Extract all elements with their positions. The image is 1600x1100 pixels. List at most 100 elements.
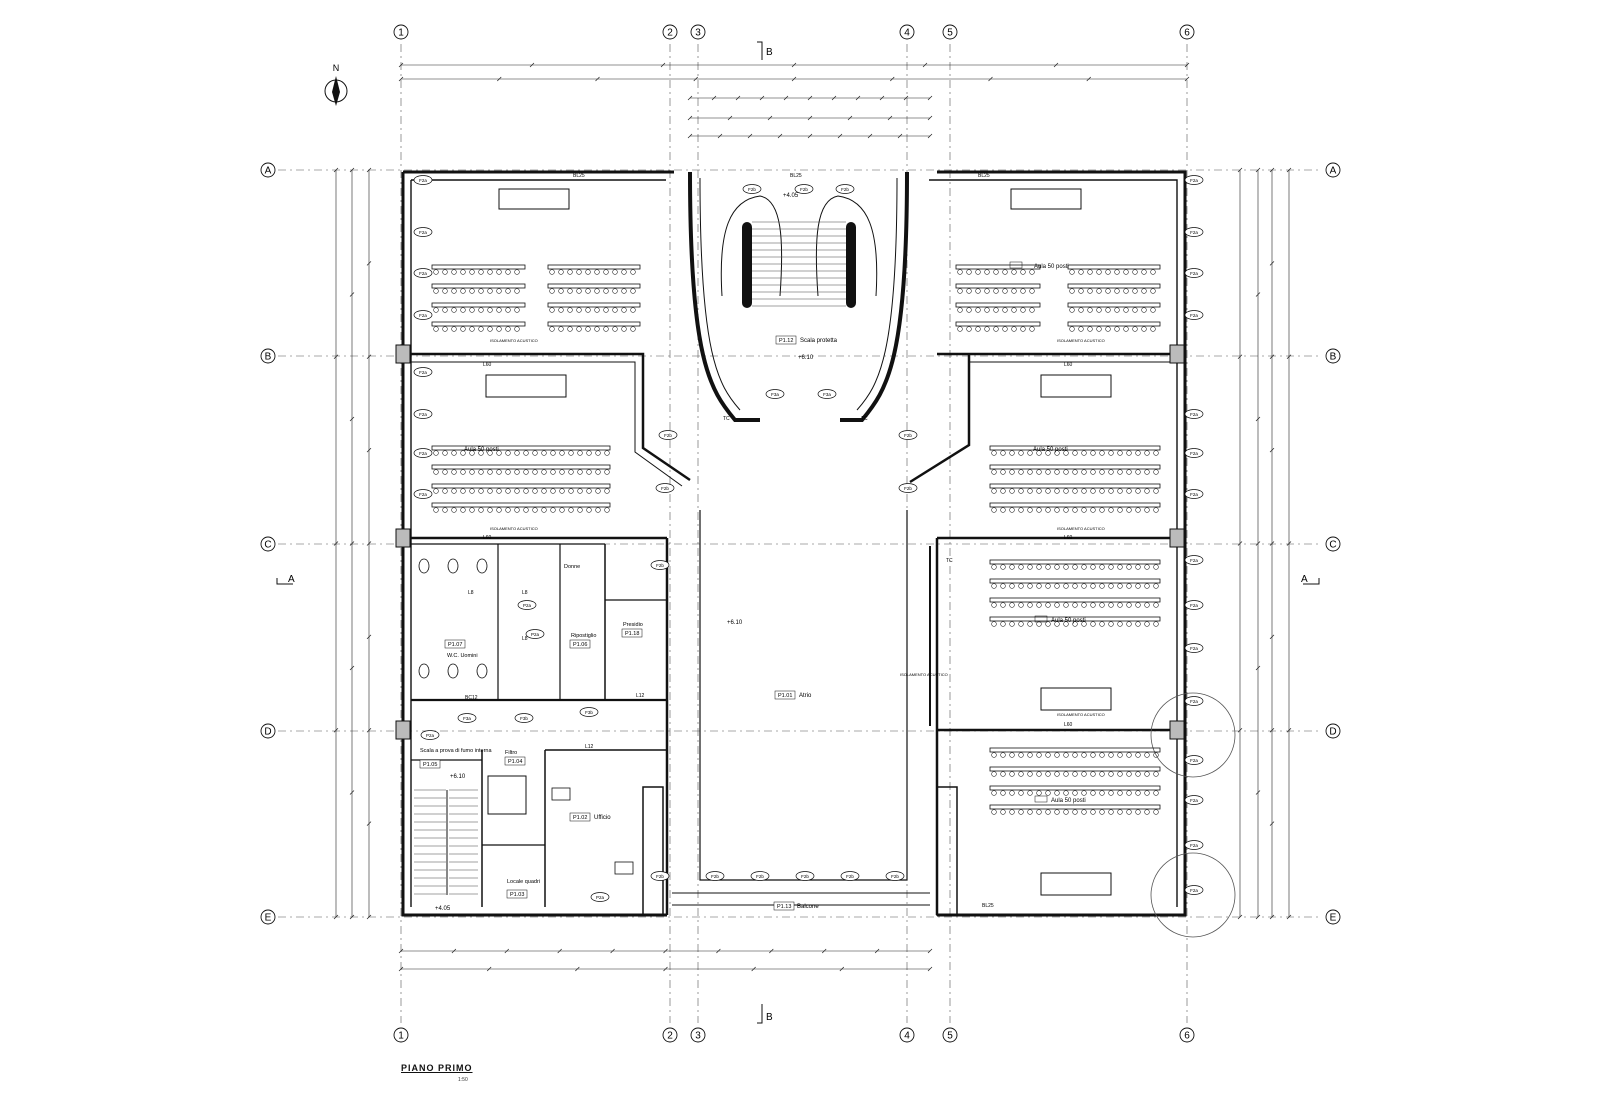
svg-text:Scala protetta: Scala protetta bbox=[800, 338, 838, 344]
stair-shell-left bbox=[688, 171, 760, 422]
chair bbox=[1099, 564, 1105, 570]
axis-label-row-D: D bbox=[1329, 727, 1336, 738]
dimension-tick bbox=[529, 62, 535, 68]
structural-column bbox=[1169, 720, 1185, 740]
chair bbox=[1135, 469, 1141, 475]
axis-bubble-row-B bbox=[260, 348, 276, 364]
dimension-tick bbox=[1237, 728, 1243, 733]
chair bbox=[1132, 307, 1138, 313]
axis-bubble-col-1 bbox=[393, 24, 409, 40]
chair bbox=[612, 326, 618, 332]
chair bbox=[460, 507, 466, 513]
chair bbox=[469, 269, 475, 275]
stair-newel-right bbox=[846, 222, 856, 308]
chair bbox=[514, 326, 520, 332]
chair bbox=[496, 507, 502, 513]
section-marker-b-north: B bbox=[757, 41, 773, 60]
chair bbox=[1054, 583, 1060, 589]
door-tag-label: F2a bbox=[419, 230, 427, 235]
dimension-tick bbox=[927, 95, 933, 101]
dimension-tick bbox=[791, 76, 797, 82]
desk-row-w bbox=[431, 502, 611, 508]
svg-text:P1.04: P1.04 bbox=[508, 759, 522, 765]
dimension-tick bbox=[349, 665, 355, 671]
chair bbox=[1027, 771, 1033, 777]
chair bbox=[1153, 450, 1159, 456]
chair bbox=[469, 307, 475, 313]
chair bbox=[1126, 564, 1132, 570]
chair bbox=[1063, 488, 1069, 494]
dimension-tick bbox=[927, 948, 933, 954]
door-tag-bubble bbox=[413, 227, 433, 237]
desk-row-ne-left bbox=[955, 302, 1041, 308]
dimension-tick bbox=[1237, 914, 1243, 920]
chair bbox=[1144, 621, 1150, 627]
chair bbox=[478, 507, 484, 513]
chair bbox=[957, 269, 963, 275]
svg-text:P1.13: P1.13 bbox=[777, 904, 791, 910]
dimension-tick bbox=[1237, 354, 1243, 359]
chair bbox=[1000, 583, 1006, 589]
room-label-atrio: P1.01 Atrio +6.10 bbox=[727, 620, 812, 700]
chair bbox=[1144, 583, 1150, 589]
chair bbox=[442, 469, 448, 475]
dimension-tick bbox=[1255, 914, 1261, 920]
chair bbox=[1002, 326, 1008, 332]
door-tag-label: F2b bbox=[841, 187, 849, 192]
dimension-tick bbox=[366, 447, 372, 453]
chair bbox=[1153, 790, 1159, 796]
door-tag-label: F2a bbox=[1190, 798, 1198, 803]
door-tag-bubble bbox=[705, 871, 725, 881]
chair bbox=[1114, 269, 1120, 275]
dimension-tick bbox=[791, 62, 797, 68]
svg-text:ISOLAMENTO ACUSTICO: ISOLAMENTO ACUSTICO bbox=[1057, 338, 1105, 343]
svg-text:Donne: Donne bbox=[564, 564, 580, 570]
wall-tags: BL25 BL25 BL25 L60 L60 L60 L60 L60 L12 L… bbox=[465, 173, 1105, 909]
dimension-tick bbox=[1184, 62, 1190, 68]
axis-label-col-1: 1 bbox=[398, 1031, 404, 1042]
chair bbox=[1099, 771, 1105, 777]
north-label: N bbox=[333, 63, 340, 73]
axis-bubble-col-5 bbox=[942, 1027, 958, 1043]
chair bbox=[1135, 752, 1141, 758]
chair bbox=[460, 488, 466, 494]
desk-row-nw-left bbox=[431, 321, 526, 327]
room-label-wc: P1.07 W.C. Uomini bbox=[444, 639, 478, 659]
chair bbox=[1117, 771, 1123, 777]
door-tag-bubble bbox=[1184, 175, 1204, 185]
door-tag-bubble bbox=[413, 175, 433, 185]
chair bbox=[442, 307, 448, 313]
axis-label-row-A: A bbox=[265, 166, 272, 177]
chair bbox=[612, 307, 618, 313]
chair bbox=[1099, 507, 1105, 513]
axis-bubble-col-3 bbox=[690, 24, 706, 40]
chair bbox=[487, 269, 493, 275]
chair bbox=[1126, 488, 1132, 494]
chair bbox=[1072, 507, 1078, 513]
chair bbox=[594, 288, 600, 294]
room-label-aula-nw: Aula 50 posti bbox=[1009, 261, 1069, 270]
dimension-tick bbox=[711, 95, 717, 101]
chair bbox=[1036, 621, 1042, 627]
chair bbox=[558, 307, 564, 313]
chair bbox=[1018, 583, 1024, 589]
axis-label-col-6: 6 bbox=[1184, 1031, 1190, 1042]
chair bbox=[478, 450, 484, 456]
chair bbox=[1027, 450, 1033, 456]
dimension-tick bbox=[398, 62, 404, 68]
chair bbox=[478, 326, 484, 332]
chair bbox=[1105, 288, 1111, 294]
chair bbox=[433, 469, 439, 475]
chair bbox=[1000, 809, 1006, 815]
chair bbox=[1018, 809, 1024, 815]
svg-text:+6.10: +6.10 bbox=[727, 620, 743, 626]
chair bbox=[984, 269, 990, 275]
chair bbox=[514, 269, 520, 275]
chair bbox=[1090, 583, 1096, 589]
door-tag-bubble bbox=[835, 184, 855, 194]
chair bbox=[1141, 269, 1147, 275]
axis-bubble-col-5 bbox=[942, 24, 958, 40]
chair bbox=[1072, 602, 1078, 608]
desk-row-e2 bbox=[989, 766, 1161, 772]
door-tag-bubble bbox=[658, 430, 678, 440]
